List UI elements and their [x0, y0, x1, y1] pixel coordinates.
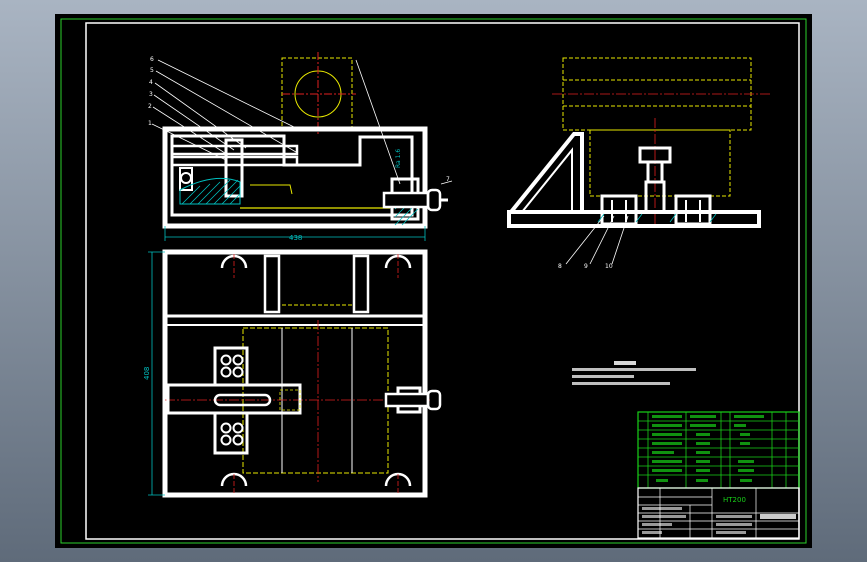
balloon-4: 4 — [149, 79, 153, 86]
side-rib-inner — [521, 147, 573, 213]
bom-cols — [647, 412, 787, 488]
front-view: Ra 1.6 438 6 5 4 3 2 1 7 — [148, 52, 453, 242]
title-cell-text — [642, 507, 752, 534]
clamp-end-dashed — [279, 389, 301, 411]
side-view: 8 9 10 — [507, 57, 770, 270]
plan-outline — [162, 249, 428, 498]
side-pin-detail — [611, 200, 701, 222]
side-hatch — [597, 213, 717, 223]
upper-slot-left — [263, 254, 281, 314]
side-base — [507, 210, 761, 228]
clamp-post-top — [213, 346, 249, 387]
balloon-8: 8 — [558, 263, 562, 270]
side-clamp-stem — [644, 180, 666, 214]
hatch-lines — [181, 179, 241, 205]
hidden-slope — [250, 184, 293, 195]
balloon-2: 2 — [148, 103, 152, 110]
leader-lines-front — [151, 59, 453, 185]
drawing-title-text — [760, 514, 796, 519]
hole-centerlines — [233, 254, 399, 494]
side-hidden-body — [589, 129, 731, 197]
clamp-screw — [382, 191, 430, 209]
post-holes — [220, 354, 244, 446]
notes-line-2 — [572, 375, 634, 378]
slide-rail-lower — [170, 155, 299, 167]
balloon-3: 3 — [149, 91, 153, 98]
dim-plan-height: 408 — [143, 367, 151, 380]
dim-front-width: 438 — [289, 234, 302, 242]
title-grid — [638, 488, 799, 538]
leader-lines-side — [565, 215, 629, 265]
inner-frame — [85, 22, 800, 540]
plan-screw — [384, 392, 430, 408]
plan-screw-knob — [426, 389, 442, 411]
technical-notes — [572, 361, 696, 385]
title-block: HT200 — [637, 487, 800, 539]
clamp-post-bottom — [213, 411, 249, 455]
notes-line-1 — [572, 368, 696, 371]
material-label: HT200 — [723, 496, 746, 504]
side-pin-right — [674, 194, 712, 226]
upper-slot-right — [352, 254, 370, 314]
pin-left-body — [179, 167, 193, 191]
parts-list — [637, 411, 800, 489]
balloon-6: 6 — [150, 56, 154, 63]
notes-heading — [614, 361, 636, 365]
side-rib — [509, 132, 584, 214]
plan-view: 408 — [143, 249, 442, 498]
balloon-10: 10 — [605, 263, 613, 270]
clamp-block — [224, 138, 244, 198]
roughness-note: Ra 1.6 — [395, 149, 402, 168]
balloon-7: 7 — [446, 176, 450, 183]
clamp-slot — [213, 393, 272, 407]
slide-rail-upper — [170, 144, 299, 156]
outer-border — [60, 18, 807, 544]
base-hatch — [179, 177, 241, 205]
balloon-5: 5 — [150, 67, 154, 74]
notes-line-3 — [572, 382, 670, 385]
bom-cell-text — [652, 415, 764, 482]
side-pin-left — [600, 194, 638, 226]
balloon-9: 9 — [584, 263, 588, 270]
balloon-1: 1 — [148, 120, 152, 127]
